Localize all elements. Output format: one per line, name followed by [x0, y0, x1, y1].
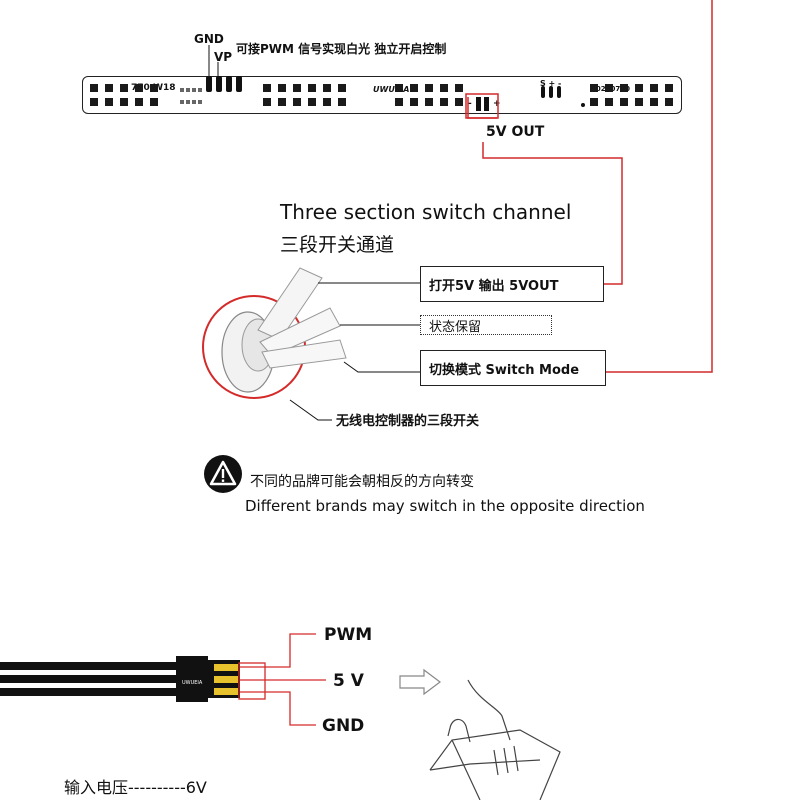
warning-icon	[204, 455, 242, 493]
out-label: 5V OUT	[486, 124, 545, 140]
led-chip	[323, 84, 331, 92]
led-chip	[278, 84, 286, 92]
led-chip	[440, 84, 448, 92]
led-chip	[590, 84, 598, 92]
led-chip	[455, 84, 463, 92]
switch-title-cn: 三段开关通道	[280, 234, 395, 256]
led-chip	[395, 98, 403, 106]
led-chip	[105, 84, 113, 92]
led-chip	[90, 84, 98, 92]
input-voltage: 输入电压----------6V	[64, 778, 207, 797]
smd-pad	[198, 88, 202, 92]
led-chip	[150, 98, 158, 106]
cable-bundle	[0, 662, 180, 696]
pin-callouts	[208, 45, 219, 76]
pos2-label: 状态保留	[429, 319, 482, 335]
pcb-header-pins	[206, 76, 585, 111]
led-chip	[263, 98, 271, 106]
led-chip	[135, 98, 143, 106]
switch-pos-mode: 切换模式 Switch Mode	[420, 350, 606, 386]
warning-cn: 不同的品牌可能会朝相反的方向转变	[250, 474, 474, 490]
pcb-board: 770-W18 UWUEIA S + - 20230730 - +	[82, 76, 682, 114]
smd-pad	[180, 100, 184, 104]
pin-minus: -	[468, 99, 472, 109]
out-pin-highlight	[465, 93, 499, 119]
cable-5v-label: 5 V	[333, 671, 364, 691]
smd-pad	[180, 88, 184, 92]
connector-brand: UWUEIA	[182, 680, 203, 686]
smd-pad	[186, 100, 190, 104]
rc-switch	[202, 267, 347, 399]
led-chip	[635, 84, 643, 92]
led-chip	[605, 84, 613, 92]
gnd-label: GND	[194, 32, 224, 46]
led-chip	[308, 98, 316, 106]
pwm-note: 可接PWM 信号实现白光 独立开启控制	[236, 42, 447, 56]
brand-logo: UWUEIA	[373, 85, 410, 94]
switch-pos-hold: 状态保留	[420, 315, 552, 335]
led-chip	[120, 98, 128, 106]
s-marks: S + -	[540, 79, 562, 88]
cable-gnd-label: GND	[322, 716, 365, 736]
led-chip	[90, 98, 98, 106]
led-chip	[395, 84, 403, 92]
led-chip	[293, 98, 301, 106]
pos1-label: 打开5V 输出 5VOUT	[429, 278, 559, 294]
warning-en: Different brands may switch in the oppos…	[245, 497, 645, 515]
led-chip	[338, 98, 346, 106]
red-wire-5vout	[467, 97, 623, 285]
pin-plus: +	[493, 99, 501, 109]
led-chip	[308, 84, 316, 92]
receiver-sketch	[429, 679, 561, 800]
led-chip	[440, 98, 448, 106]
cable-connector	[176, 656, 240, 702]
smd-pad	[198, 100, 202, 104]
led-chip	[410, 98, 418, 106]
cable-pwm-label: PWM	[324, 625, 373, 645]
led-chip	[105, 98, 113, 106]
pcb-led-chips	[90, 84, 673, 106]
switch-caption: 无线电控制器的三段开关	[336, 414, 480, 429]
pos3-label: 切换模式 Switch Mode	[429, 362, 580, 378]
led-chip	[410, 84, 418, 92]
led-chip	[425, 98, 433, 106]
led-chip	[455, 98, 463, 106]
smd-pad	[192, 100, 196, 104]
led-chip	[635, 98, 643, 106]
led-chip	[425, 84, 433, 92]
led-chip	[263, 84, 271, 92]
led-chip	[278, 98, 286, 106]
led-chip	[665, 98, 673, 106]
led-chip	[323, 98, 331, 106]
red-wire-mode	[606, 0, 713, 373]
switch-callouts	[289, 282, 420, 421]
switch-pos-5vout: 打开5V 输出 5VOUT	[420, 266, 604, 302]
smd-pad	[192, 88, 196, 92]
led-chip	[150, 84, 158, 92]
led-chip	[605, 98, 613, 106]
led-chip	[293, 84, 301, 92]
led-chip	[135, 84, 143, 92]
switch-title-en: Three section switch channel	[280, 200, 572, 224]
arrow-icon	[399, 668, 441, 696]
led-chip	[650, 84, 658, 92]
smd-pad	[186, 88, 190, 92]
vp-label: VP	[214, 50, 233, 64]
led-chip	[620, 98, 628, 106]
led-chip	[665, 84, 673, 92]
led-chip	[590, 98, 598, 106]
cable-red-callouts	[238, 633, 326, 726]
led-chip	[650, 98, 658, 106]
led-chip	[620, 84, 628, 92]
led-chip	[338, 84, 346, 92]
led-chip	[120, 84, 128, 92]
